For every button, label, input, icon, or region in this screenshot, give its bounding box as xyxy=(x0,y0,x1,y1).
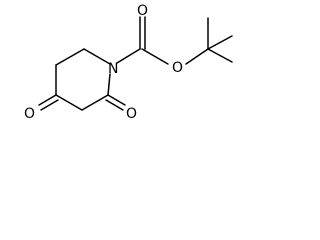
bond-n1-c6 xyxy=(83,48,111,65)
atom-o-c2-label: O xyxy=(126,106,137,122)
c2-carbonyl xyxy=(105,94,126,111)
bond-c2-o-1 xyxy=(107,94,126,106)
bond-c4-o-1 xyxy=(38,94,57,106)
bond-c2-o-2 xyxy=(105,99,124,111)
atom-o-ester-label: O xyxy=(172,60,183,76)
bond-c2-n1 xyxy=(107,73,111,96)
atom-o-carbonyl-label: O xyxy=(137,3,148,19)
bond-c4-c3 xyxy=(55,94,83,111)
bond-c6-c5 xyxy=(55,48,85,66)
structure-svg: N O O O O xyxy=(24,3,233,122)
boc-group xyxy=(116,16,233,65)
bond-n1-ccarb xyxy=(116,48,141,64)
c4-carbonyl xyxy=(38,94,59,111)
atom-o-c4-label: O xyxy=(24,106,35,122)
atom-n1-label: N xyxy=(108,61,118,77)
bond-oester-cq xyxy=(185,48,209,65)
bond-c3-c2 xyxy=(81,94,109,111)
molecule-diagram: N O O O O xyxy=(0,0,254,137)
bond-c4-o-2 xyxy=(40,99,59,111)
bond-cq-me2 xyxy=(207,48,233,63)
bond-cq-me3 xyxy=(207,35,233,50)
bond-ccarb-oester xyxy=(141,48,169,65)
piperidine-ring xyxy=(55,48,111,111)
